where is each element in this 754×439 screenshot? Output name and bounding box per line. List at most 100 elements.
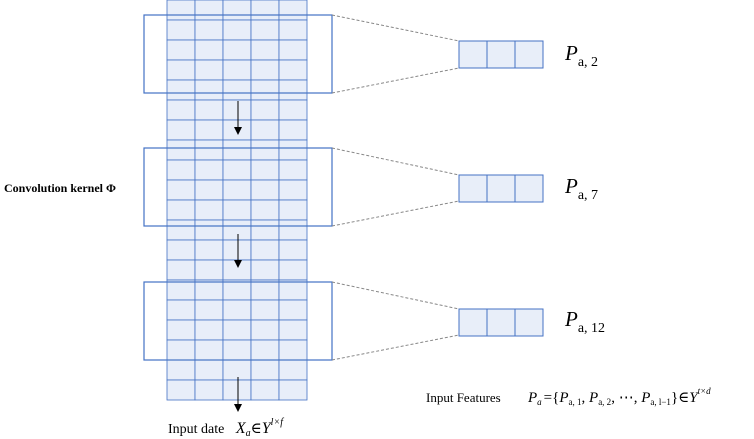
input-cell	[194, 139, 224, 161]
feature-vector-1-cell	[514, 40, 544, 69]
feature-vector-2-cell	[514, 174, 544, 203]
input-cell	[278, 379, 308, 401]
input-cell	[166, 359, 196, 381]
input-cell	[222, 239, 252, 261]
input-cell	[278, 119, 308, 141]
kernel-label: Convolution kernel Φ	[4, 181, 116, 195]
feature-label-1: Pa, 2	[564, 41, 598, 70]
input-cell	[222, 59, 252, 81]
input-cell	[194, 339, 224, 361]
kernel-window-3	[143, 281, 333, 361]
input-cell	[278, 19, 308, 41]
input-cell	[222, 0, 252, 21]
input-cell	[222, 19, 252, 41]
input-cell	[166, 299, 196, 321]
input-cell	[222, 219, 252, 241]
input-cell	[278, 239, 308, 261]
input-cell	[222, 119, 252, 141]
input-cell	[222, 359, 252, 381]
input-cell	[166, 99, 196, 121]
input-cell	[166, 139, 196, 161]
input-cell	[278, 199, 308, 221]
input-cell	[166, 19, 196, 41]
input-cell	[278, 299, 308, 321]
input-cell	[166, 319, 196, 341]
input-cell	[194, 239, 224, 261]
input-cell	[194, 379, 224, 401]
feature-label-2: Pa, 7	[564, 174, 598, 203]
input-cell	[222, 99, 252, 121]
input-matrix	[166, 0, 308, 401]
feature-vector-1-cell	[486, 40, 516, 69]
input-cell	[250, 99, 280, 121]
input-cell	[222, 379, 252, 401]
input-cell	[278, 39, 308, 61]
feature-vector-3-cell	[458, 308, 488, 337]
input-cell	[250, 279, 280, 301]
input-cell	[166, 119, 196, 141]
input-cell	[194, 359, 224, 381]
features-label: Input Features	[426, 390, 501, 405]
input-cell	[222, 299, 252, 321]
input-cell	[222, 39, 252, 61]
input-cell	[278, 179, 308, 201]
input-cell	[278, 79, 308, 101]
input-cell	[250, 299, 280, 321]
input-cell	[166, 39, 196, 61]
input-cell	[194, 99, 224, 121]
input-cell	[222, 159, 252, 181]
input-cell	[166, 239, 196, 261]
input-cell	[250, 119, 280, 141]
input-cell	[194, 199, 224, 221]
input-cell	[222, 179, 252, 201]
input-cell	[194, 19, 224, 41]
feature-vector-2-cell	[486, 174, 516, 203]
input-cell	[250, 19, 280, 41]
input-cell	[194, 179, 224, 201]
input-cell	[166, 179, 196, 201]
input-cell	[278, 259, 308, 281]
input-cell	[250, 139, 280, 161]
input-cell	[278, 159, 308, 181]
input-cell	[166, 259, 196, 281]
input-cell	[278, 59, 308, 81]
input-cell	[250, 199, 280, 221]
kernel-window-1	[143, 14, 333, 94]
input-cell	[166, 219, 196, 241]
projection-lines	[331, 14, 460, 361]
input-cell	[194, 0, 224, 21]
input-cell	[250, 0, 280, 21]
input-cell	[250, 359, 280, 381]
input-cell	[278, 359, 308, 381]
input-cell	[278, 219, 308, 241]
input-cell	[250, 239, 280, 261]
input-cell	[278, 99, 308, 121]
input-cell	[166, 379, 196, 401]
input-cell	[166, 79, 196, 101]
input-cell	[222, 319, 252, 341]
feature-vector-2-cell	[458, 174, 488, 203]
input-cell	[250, 339, 280, 361]
feature-vector-1-cell	[458, 40, 488, 69]
input-cell	[278, 139, 308, 161]
input-cell	[166, 279, 196, 301]
input-cell	[194, 79, 224, 101]
input-cell	[278, 319, 308, 341]
input-cell	[194, 119, 224, 141]
input-cell	[194, 319, 224, 341]
input-cell	[222, 79, 252, 101]
input-cell	[166, 0, 196, 21]
input-cell	[250, 319, 280, 341]
input-cell	[250, 79, 280, 101]
kernel-window-2	[143, 147, 333, 227]
input-cell	[194, 299, 224, 321]
input-cell	[250, 379, 280, 401]
input-cell	[250, 219, 280, 241]
input-cell	[250, 179, 280, 201]
input-cell	[222, 339, 252, 361]
input-cell	[222, 279, 252, 301]
input-label: Input date Xa∈Yl×f	[168, 417, 284, 439]
input-cell	[194, 259, 224, 281]
input-cell	[250, 259, 280, 281]
